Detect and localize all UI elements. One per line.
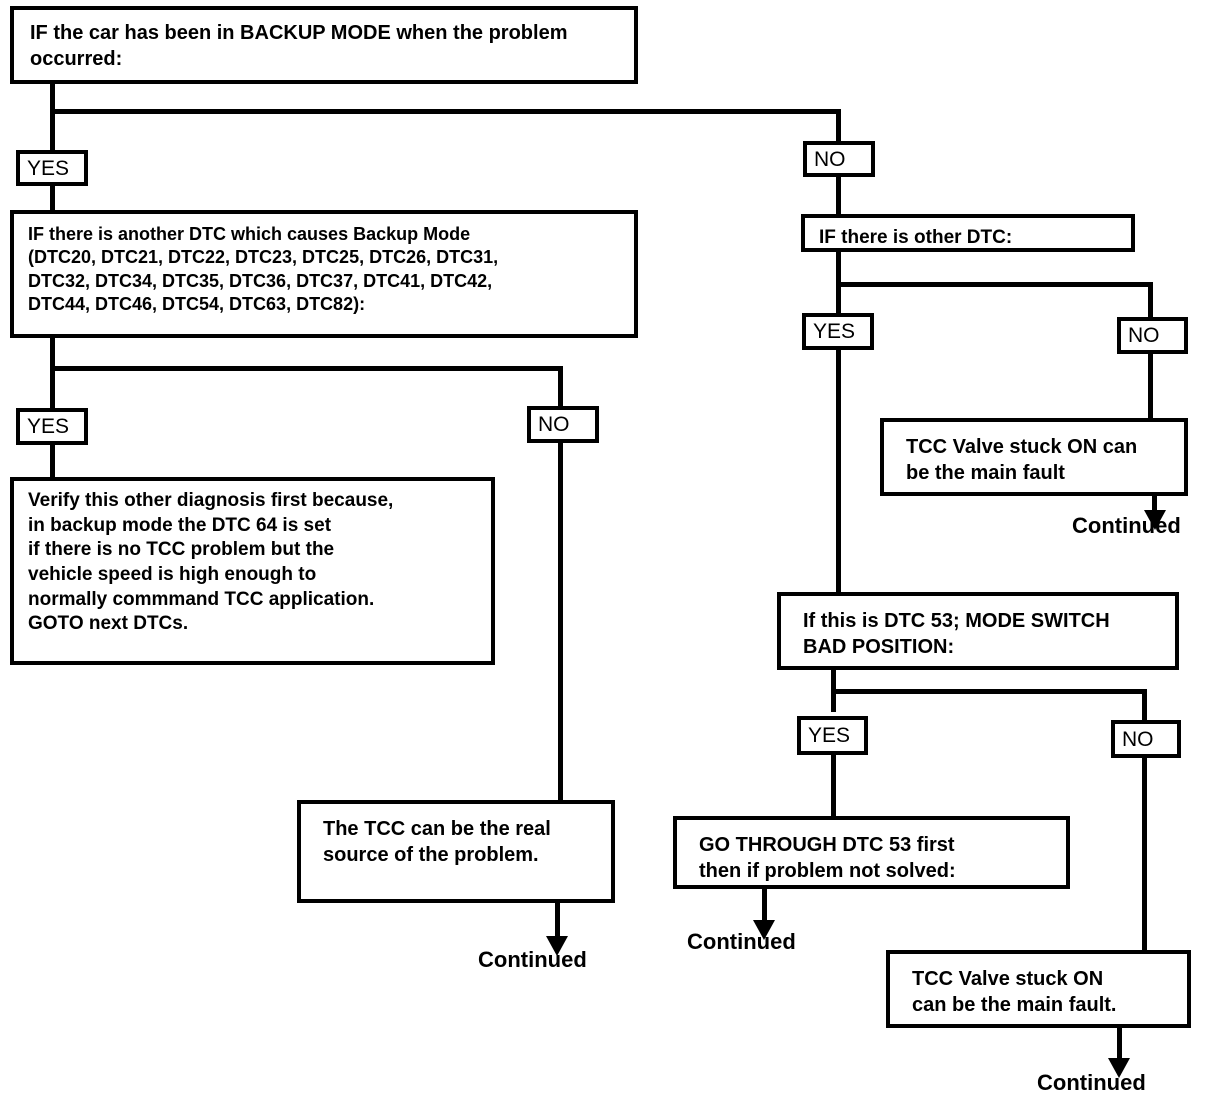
- node-left-dtc-question: IF there is another DTC which causes Bac…: [10, 210, 638, 338]
- connector-left-yes-to-verify: [50, 445, 55, 478]
- connector-tcc-real-source-out: [555, 903, 560, 940]
- connector-left-split: [50, 366, 563, 371]
- connector-left-stem: [50, 338, 55, 371]
- chip-right-yes[interactable]: YES: [802, 313, 874, 350]
- connector-dtc53-split: [831, 689, 1147, 694]
- chip-left-no-label: NO: [538, 413, 570, 436]
- connector-root-stem: [50, 84, 55, 114]
- chip-left-yes[interactable]: YES: [16, 408, 88, 445]
- node-verify-other-diagnosis: Verify this other diagnosis first becaus…: [10, 477, 495, 665]
- chip-dtc53-yes[interactable]: YES: [797, 716, 868, 755]
- node-tcc-real-source: The TCC can be the real source of the pr…: [297, 800, 615, 903]
- node-dtc53-question-text: If this is DTC 53; MODE SWITCH BAD POSIT…: [803, 610, 1110, 658]
- node-tcc-valve-stuck-on-2: TCC Valve stuck ON can be the main fault…: [886, 950, 1191, 1028]
- connector-dtc53-no-long: [1142, 757, 1147, 955]
- terminal-continued-left: Continued: [478, 947, 587, 972]
- node-left-dtc-question-text: IF there is another DTC which causes Bac…: [28, 224, 499, 315]
- node-verify-other-diagnosis-text: Verify this other diagnosis first becaus…: [28, 490, 394, 635]
- connector-right-yes-long: [836, 350, 841, 596]
- terminal-continued-right-top: Continued: [1072, 513, 1181, 538]
- chip-dtc53-yes-label: YES: [808, 724, 851, 747]
- chip-root-yes[interactable]: YES: [16, 150, 88, 186]
- connector-tccvalve2-out: [1117, 1028, 1122, 1063]
- chip-dtc53-no-label: NO: [1122, 727, 1154, 751]
- node-root-question-text: IF the car has been in BACKUP MODE when …: [30, 22, 568, 70]
- node-tcc-real-source-text: The TCC can be the real source of the pr…: [323, 818, 551, 866]
- connector-otherdtc-stem: [836, 252, 841, 287]
- chip-root-no[interactable]: NO: [803, 141, 875, 177]
- connector-dtc53-yes-to-gothrough: [831, 755, 836, 818]
- arrowhead-continued-right-top: [1144, 510, 1166, 530]
- connector-left-no-drop: [558, 366, 563, 410]
- terminal-continued-right-mid: Continued: [687, 929, 796, 954]
- node-root-question: IF the car has been in BACKUP MODE when …: [10, 6, 638, 84]
- chip-root-yes-label: YES: [27, 156, 70, 180]
- connector-otherdtc-split: [836, 282, 1153, 287]
- node-other-dtc-question: IF there is other DTC:: [801, 214, 1135, 252]
- connector-left-yes-drop: [50, 366, 55, 412]
- connector-dtc53-no-drop: [1142, 689, 1147, 725]
- connector-tccvalve1-out: [1152, 496, 1157, 514]
- connector-root-no-to-otherdtc: [836, 177, 841, 217]
- chip-root-no-label: NO: [814, 147, 846, 171]
- node-tcc-valve-stuck-on-1: TCC Valve stuck ON can be the main fault: [880, 418, 1188, 496]
- connector-root-no-drop: [836, 109, 841, 142]
- chip-dtc53-no[interactable]: NO: [1111, 720, 1181, 758]
- connector-left-yes-to-dtclist: [50, 185, 55, 211]
- chip-right-yes-label: YES: [813, 320, 856, 343]
- chip-left-no[interactable]: NO: [527, 406, 599, 443]
- connector-left-no-long: [558, 443, 563, 803]
- node-dtc53-question: If this is DTC 53; MODE SWITCH BAD POSIT…: [777, 592, 1179, 670]
- arrowhead-continued-right-bottom: [1108, 1058, 1130, 1078]
- node-other-dtc-question-text: IF there is other DTC:: [819, 227, 1013, 248]
- node-tcc-valve-stuck-on-1-text: TCC Valve stuck ON can be the main fault: [906, 436, 1138, 484]
- node-go-through-dtc53-text: GO THROUGH DTC 53 first then if problem …: [699, 834, 956, 882]
- connector-otherdtc-no-drop: [1148, 282, 1153, 318]
- arrowhead-continued-right-mid: [753, 920, 775, 940]
- chip-left-yes-label: YES: [27, 415, 70, 438]
- connector-root-yes-drop: [50, 109, 55, 154]
- node-go-through-dtc53: GO THROUGH DTC 53 first then if problem …: [673, 816, 1070, 889]
- chip-right-no-label: NO: [1128, 324, 1160, 347]
- connector-otherdtc-yes-drop: [836, 282, 841, 315]
- connector-gothrough-out: [762, 889, 767, 925]
- connector-right-no-to-tccvalve1: [1148, 353, 1153, 420]
- node-tcc-valve-stuck-on-2-text: TCC Valve stuck ON can be the main fault…: [912, 968, 1117, 1016]
- terminal-continued-right-bottom: Continued: [1037, 1070, 1146, 1095]
- connector-root-split: [50, 109, 841, 114]
- arrowhead-continued-left: [546, 936, 568, 956]
- chip-right-no[interactable]: NO: [1117, 317, 1188, 354]
